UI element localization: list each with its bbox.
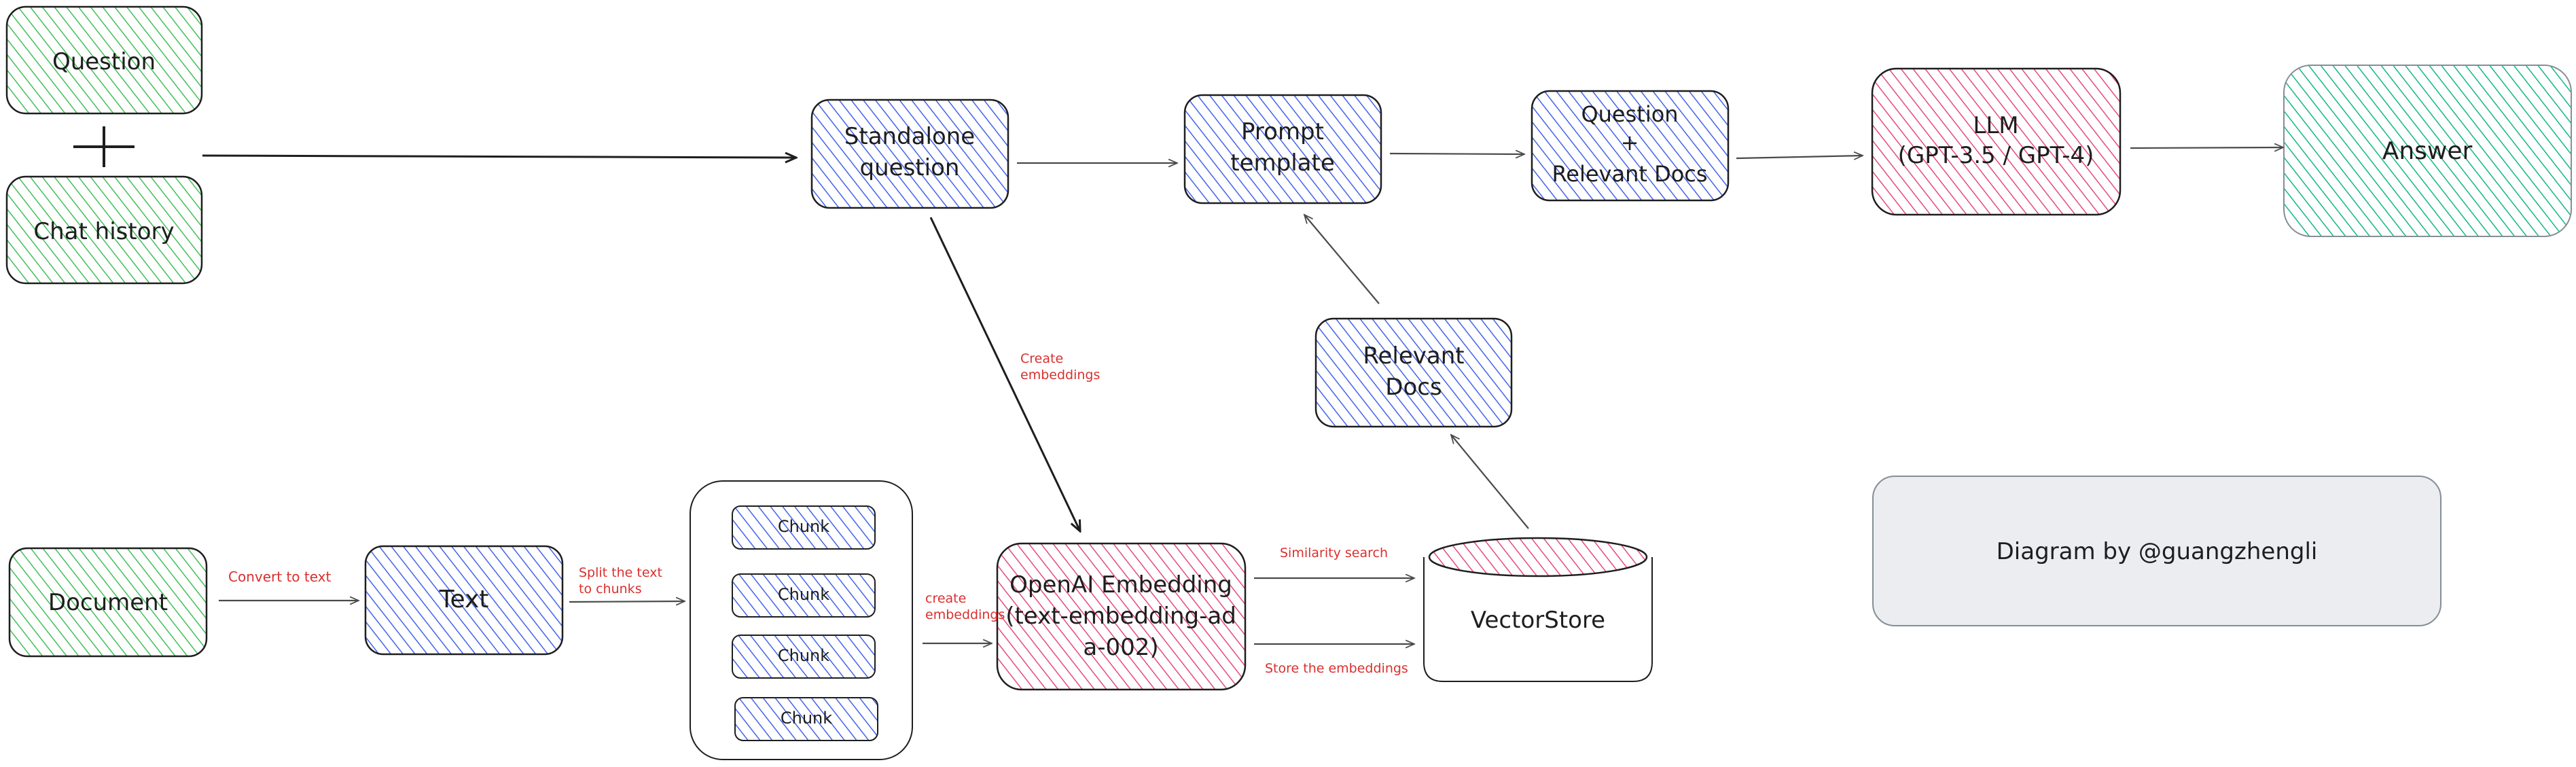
annotation-split-text: Split the text to chunks xyxy=(579,565,662,596)
chunk-item: Chunk xyxy=(732,573,876,618)
chunk-label: Chunk xyxy=(781,709,832,728)
svg-text:Create: Create xyxy=(1020,351,1063,366)
chunk-label: Chunk xyxy=(778,585,829,604)
vectorstore-label: VectorStore xyxy=(1471,607,1605,634)
credit-box: Diagram by @guangzhengli xyxy=(1872,476,2441,626)
vectorstore-node: VectorStore xyxy=(1423,537,1653,682)
prompt-template-line-1: Prompt xyxy=(1241,118,1324,145)
annotation-store-embeddings: Store the embeddings xyxy=(1265,661,1408,676)
document-node: Document xyxy=(8,547,208,658)
annotation-create-embeddings-bottom: create embeddings xyxy=(925,591,1005,622)
question-docs-line-2: + xyxy=(1621,130,1639,156)
plus-sign xyxy=(73,126,135,167)
llm-node: LLM (GPT-3.5 / GPT-4) xyxy=(1871,67,2122,216)
answer-label: Answer xyxy=(2382,137,2473,165)
answer-node: Answer xyxy=(2283,65,2572,237)
svg-text:Store the embeddings: Store the embeddings xyxy=(1265,661,1408,676)
chunk-item: Chunk xyxy=(732,635,876,679)
standalone-question-line-1: Standalone xyxy=(844,123,975,150)
annotation-create-embeddings-top: Create embeddings xyxy=(1020,351,1100,382)
relevant-docs-node: Relevant Docs xyxy=(1314,317,1513,428)
question-relevant-docs-node: Question + Relevant Docs xyxy=(1531,90,1730,202)
document-label: Document xyxy=(48,589,168,616)
chunk-item: Chunk xyxy=(732,505,876,550)
arrow-standalone-to-embedding xyxy=(929,217,1080,531)
llm-line-1: LLM xyxy=(1973,112,2018,139)
llm-line-2: (GPT-3.5 / GPT-4) xyxy=(1898,142,2094,169)
svg-text:embeddings: embeddings xyxy=(1020,368,1100,382)
arrow-vectorstore-to-relevant-docs xyxy=(1451,435,1529,529)
embedding-line-2: (text-embedding-ad xyxy=(1005,603,1236,630)
arrow-llm-to-answer xyxy=(2130,147,2283,148)
chunks-container: Chunk Chunk Chunk Chunk xyxy=(690,480,913,760)
relevant-docs-line-2: Docs xyxy=(1385,374,1442,401)
arrow-text-to-chunks xyxy=(569,601,685,602)
chunk-label: Chunk xyxy=(778,646,829,665)
question-label: Question xyxy=(52,48,156,75)
chat-history-label: Chat history xyxy=(33,218,174,245)
annotation-convert-to-text: Convert to text xyxy=(228,569,332,585)
text-label: Text xyxy=(439,586,489,613)
svg-text:Convert to text: Convert to text xyxy=(228,569,332,585)
embedding-line-3: a-002) xyxy=(1083,634,1158,661)
question-docs-line-3: Relevant Docs xyxy=(1552,161,1707,187)
prompt-template-line-2: template xyxy=(1230,149,1334,177)
annotation-similarity-search: Similarity search xyxy=(1280,546,1388,560)
svg-text:create: create xyxy=(925,591,966,606)
chat-history-node: Chat history xyxy=(5,175,203,285)
arrow-relevant-docs-to-prompt xyxy=(1304,215,1380,304)
text-node: Text xyxy=(364,545,564,656)
svg-text:to chunks: to chunks xyxy=(579,582,642,596)
embedding-line-1: OpenAI Embedding xyxy=(1009,571,1232,599)
svg-text:embeddings: embeddings xyxy=(925,607,1005,622)
arrow-question-docs-to-llm xyxy=(1736,156,1863,158)
arrow-inputs-to-standalone xyxy=(202,156,796,158)
relevant-docs-line-1: Relevant xyxy=(1363,342,1464,370)
standalone-question-line-2: question xyxy=(860,154,960,181)
prompt-template-node: Prompt template xyxy=(1183,94,1382,204)
question-node: Question xyxy=(5,5,203,115)
question-docs-line-1: Question xyxy=(1581,101,1678,127)
chunk-item: Chunk xyxy=(734,697,878,741)
svg-text:Split the text: Split the text xyxy=(579,565,662,580)
credit-label: Diagram by @guangzhengli xyxy=(1997,538,2318,565)
chunk-label: Chunk xyxy=(778,517,829,536)
svg-text:Similarity search: Similarity search xyxy=(1280,546,1388,560)
openai-embedding-node: OpenAI Embedding (text-embedding-ad a-00… xyxy=(996,542,1247,691)
standalone-question-node: Standalone question xyxy=(810,99,1009,209)
